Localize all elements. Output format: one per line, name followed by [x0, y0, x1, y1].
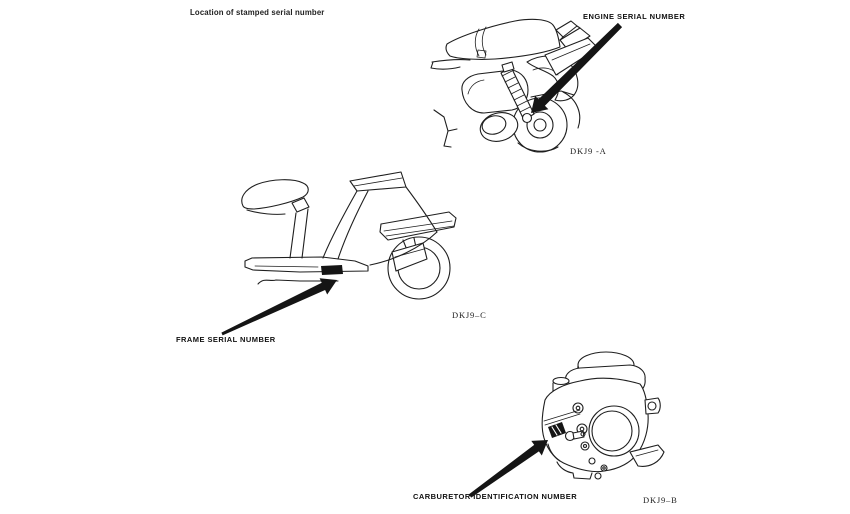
floorboard-drawing [244, 256, 369, 285]
engine-callout-arrow-icon [531, 22, 623, 113]
carburetor-callout-arrow-icon [468, 440, 548, 498]
shock-absorber-drawing [500, 61, 535, 121]
page-title: Location of stamped serial number [190, 8, 325, 17]
engine-serial-location-mark [521, 112, 533, 124]
carb-screws-drawing [572, 402, 608, 472]
carb-float-bowl-drawing [547, 443, 665, 480]
figure-code-frame: DKJ9–C [452, 310, 487, 320]
seat-rear-drawing [241, 179, 310, 259]
carb-mount-tab-drawing [644, 397, 661, 415]
front-fork-drawing [391, 237, 428, 272]
engine-serial-label: ENGINE SERIAL NUMBER [583, 12, 686, 21]
figure-code-engine: DKJ9 -A [570, 146, 607, 156]
carb-pad-edge-drawing [543, 409, 581, 426]
seat-drawing [430, 18, 561, 70]
frame-serial-label: FRAME SERIAL NUMBER [176, 335, 276, 344]
stand-bracket-drawing [433, 109, 458, 148]
frame-serial-location-mark [321, 265, 343, 275]
carb-bore-drawing [588, 405, 640, 457]
figure-code-carburetor: DKJ9–B [643, 495, 678, 505]
frame-location-figure [221, 171, 457, 336]
frame-callout-arrow-icon [221, 278, 337, 336]
carburetor-id-location-mark [548, 422, 566, 438]
engine-location-figure [430, 18, 623, 153]
front-fender-drawing [379, 211, 457, 241]
carburetor-id-label: CARBURETOR IDENTIFICATION NUMBER [413, 492, 578, 501]
carb-fitting-drawing [564, 430, 586, 442]
carburetor-figure [468, 351, 665, 498]
leg-shield-drawing [322, 171, 438, 266]
